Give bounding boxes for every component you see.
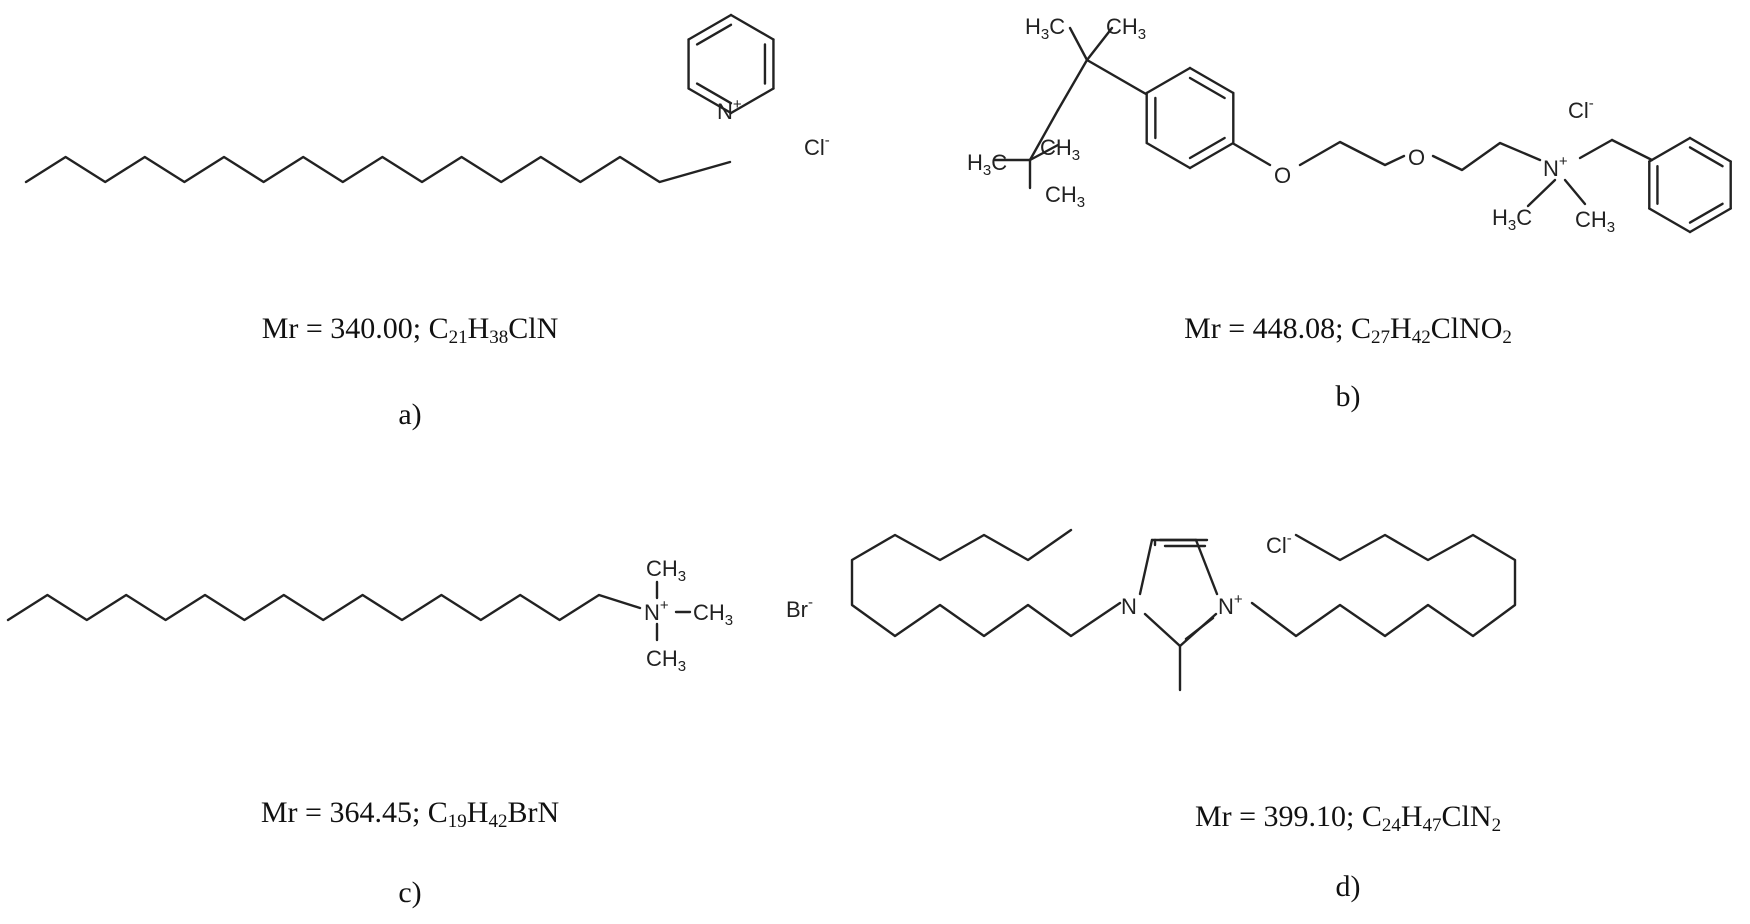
imidazole-bond: [1194, 538, 1219, 596]
pyridinium-ring-bond: [687, 13, 733, 41]
benzyl-ring-bond: [1648, 207, 1692, 234]
imidazole-bond: [1138, 538, 1154, 596]
nitrogen-a: N+: [717, 96, 742, 124]
bond: [1028, 108, 1060, 162]
ether-chain-2: [1431, 141, 1542, 172]
mr-a: Mr = 340.00;: [261, 312, 422, 345]
alkyl-chain-c: [6, 593, 642, 622]
bond: [1028, 143, 1060, 162]
label-b: b): [1335, 380, 1361, 413]
pyridinium-ring-bond: [729, 13, 775, 41]
pyridinium-ring-bond: [687, 87, 733, 115]
pyridinium-ring-bond: [729, 87, 775, 115]
phenoxy-ring-bond: [1145, 66, 1192, 95]
oxygen-2: O: [1408, 145, 1425, 170]
methyl-top: CH3: [646, 556, 686, 585]
bond: [1563, 178, 1587, 206]
caption-b: Mr = 448.08; C27H42ClNO2: [1184, 312, 1512, 349]
pyridinium-ring-double-bond: [695, 82, 733, 105]
nitrogen-d2: N+: [1218, 591, 1243, 619]
imidazole-double-bond: [1184, 616, 1215, 641]
mr-d: Mr = 399.10;: [1194, 800, 1355, 833]
formula-a: C21H38ClN: [428, 312, 559, 348]
caption-c: Mr = 364.45; C19H42BrN: [261, 796, 559, 833]
label-c: c): [398, 876, 422, 909]
pyridinium-ring-double-bond: [695, 23, 733, 46]
counterion-c: Br-: [786, 594, 813, 622]
counterion-d: Cl-: [1266, 530, 1292, 558]
label-a: a): [398, 398, 422, 431]
label-d: d): [1335, 870, 1361, 903]
phenoxy-ring-double-bond: [1188, 76, 1226, 100]
nitrogen-c: N+: [644, 597, 669, 625]
methyl-bottom: CH3: [646, 646, 686, 675]
methyl-e: CH3: [1045, 182, 1085, 211]
bond: [1056, 58, 1089, 112]
alkyl-chain-d1: [850, 528, 1122, 638]
bond: [1578, 138, 1614, 160]
bond: [1085, 26, 1114, 62]
benzyl-ring-double-bond: [1688, 202, 1724, 224]
phenoxy-ring-bond: [1188, 66, 1235, 95]
ether-chain-1: [1298, 140, 1406, 167]
bond: [1068, 26, 1089, 62]
benzyl-ring-double-bond: [1688, 146, 1724, 168]
alkyl-chain-a: [24, 155, 732, 184]
phenoxy-ring-bond: [1188, 141, 1235, 170]
nitrogen-b: N+: [1543, 153, 1568, 181]
bond: [1610, 138, 1654, 162]
benzyl-ring-bond: [1688, 136, 1732, 163]
bond: [1526, 178, 1557, 208]
benzyl-ring-bond: [1648, 136, 1692, 163]
n-methyl-1: H3C: [1492, 205, 1532, 234]
formula-c: C19H42BrN: [427, 796, 560, 832]
methyl-d: CH3: [1040, 135, 1080, 164]
methyl-right: CH3: [693, 600, 733, 629]
bond: [1085, 58, 1148, 96]
alkyl-chain-d2: [1250, 533, 1517, 638]
oxygen-1: O: [1274, 163, 1291, 188]
counterion-a: Cl-: [804, 132, 830, 160]
phenoxy-ring-bond: [1145, 141, 1192, 170]
nitrogen-d1: N: [1121, 594, 1137, 619]
counterion-b: Cl-: [1568, 95, 1594, 123]
mr-b: Mr = 448.08;: [1184, 312, 1344, 345]
methyl-b: CH3: [1106, 14, 1146, 43]
caption-a: Mr = 340.00; C21H38ClN: [262, 312, 559, 349]
imidazole-bond: [1143, 612, 1182, 648]
phenoxy-ring-double-bond: [1188, 136, 1226, 160]
caption-d: Mr = 399.10; C24H47ClN2: [1195, 800, 1501, 837]
methyl-a: H3C: [1025, 14, 1065, 43]
n-methyl-2: CH3: [1575, 207, 1615, 236]
formula-b: C27H42ClNO2: [1351, 312, 1512, 348]
bond: [1232, 142, 1272, 167]
mr-c: Mr = 364.45;: [260, 796, 421, 829]
formula-d: C24H47ClN2: [1361, 800, 1502, 836]
benzyl-ring-bond: [1688, 207, 1732, 234]
methyl-c: H3C: [967, 150, 1007, 179]
